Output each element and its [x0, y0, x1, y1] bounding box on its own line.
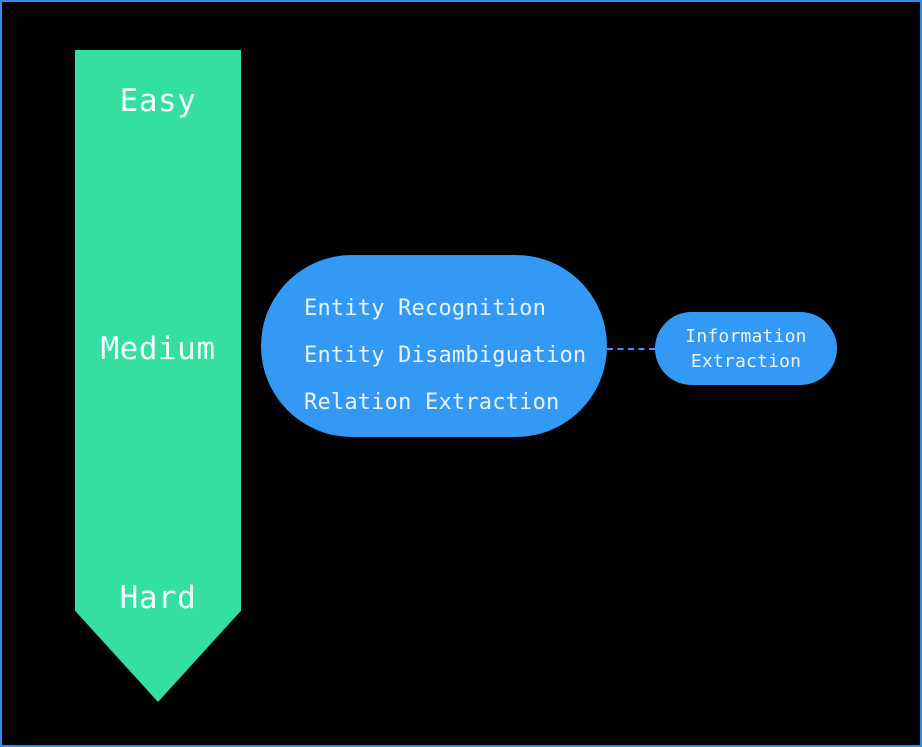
task-entity-disambiguation: Entity Disambiguation: [304, 343, 587, 368]
information-extraction-line-1: Information: [685, 325, 807, 347]
nlp-task-list: Entity Recognition Entity Disambiguation…: [304, 285, 587, 426]
difficulty-level-medium: Medium: [100, 331, 216, 367]
information-extraction-line-2: Extraction: [690, 350, 802, 372]
difficulty-arrow-shape: [75, 50, 241, 702]
difficulty-level-hard: Hard: [119, 580, 197, 616]
task-entity-recognition: Entity Recognition: [304, 296, 547, 321]
difficulty-level-easy: Easy: [119, 83, 197, 119]
information-extraction-node[interactable]: Information Extraction: [655, 312, 837, 385]
task-relation-extraction: Relation Extraction: [304, 390, 560, 415]
nlp-task-group-shape[interactable]: [261, 255, 607, 437]
dashed-connector-line: [607, 348, 655, 350]
